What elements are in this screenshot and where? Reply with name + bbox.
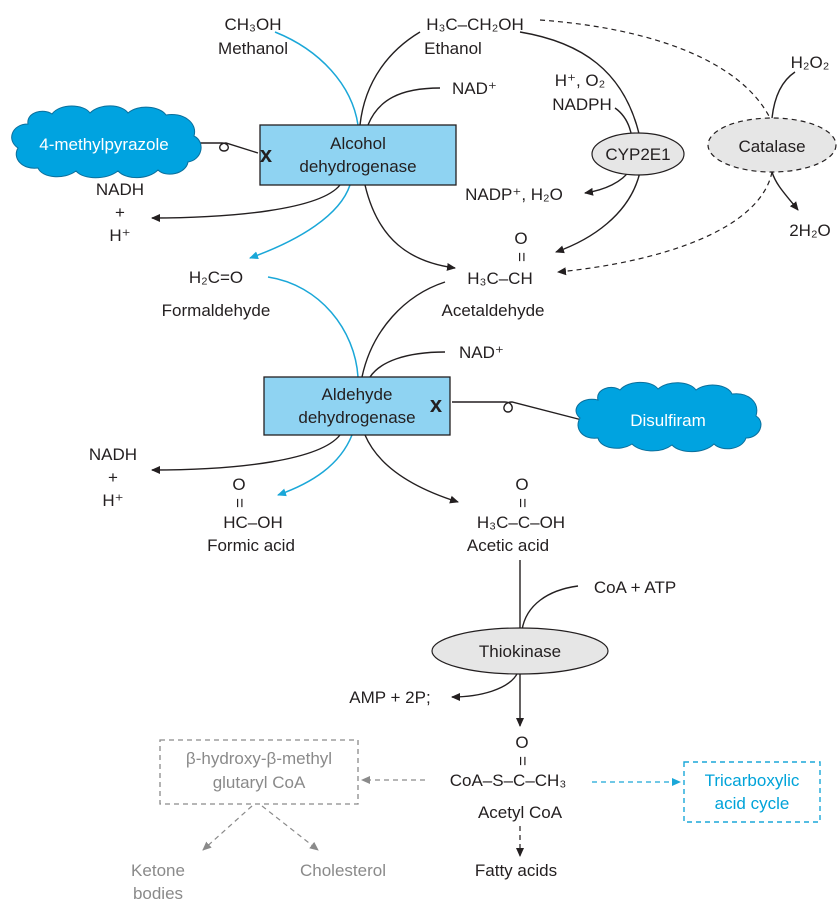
acetic-double-bond: = (513, 498, 532, 508)
h-o2-label: H⁺, O₂ (555, 71, 606, 90)
aldh-to-formic-line (277, 434, 353, 497)
formic-carbonyl-o: O (232, 475, 245, 494)
inhibitor-cloud-1 (11, 105, 202, 179)
inhibition-mark-2: x (430, 392, 443, 417)
acetyl-coa-name: Acetyl CoA (478, 803, 563, 822)
tca-label-2: acid cycle (715, 794, 790, 813)
ketone-bodies-label-2: bodies (133, 884, 183, 903)
amp-2p-label: AMP + 2P; (349, 688, 430, 707)
inhibitor-2-label: Disulfiram (630, 411, 706, 430)
alcohol-dh-label-1: Alcohol (330, 134, 386, 153)
aldehyde-dh-label-2: dehydrogenase (298, 408, 415, 427)
formic-acid-formula: HC–OH (223, 513, 283, 532)
ethanol-to-catalase-line (539, 19, 771, 119)
h2o2-in-line (771, 71, 796, 119)
h2o2-label: H₂O₂ (791, 53, 830, 72)
aldehyde-dh-label-1: Aldehyde (322, 385, 393, 404)
nad-in-line-2 (369, 351, 446, 378)
adh-to-formaldehyde-line (249, 184, 351, 260)
nadh-label-2: NADH (89, 445, 137, 464)
methanol-name: Methanol (218, 39, 288, 58)
acetyl-coa-formula: CoA–S–C–CH₃ (450, 771, 567, 790)
coa-atp-in-line (521, 585, 579, 631)
nad-in-line-1 (367, 87, 441, 126)
plus-label-2: + (108, 468, 118, 487)
nadph-label: NADPH (552, 95, 612, 114)
ethanol-to-adh-line (359, 31, 421, 126)
formic-acid-name: Formic acid (207, 536, 295, 555)
h-plus-label-1: H⁺ (109, 226, 130, 245)
adh-to-acetaldehyde-line (364, 184, 456, 271)
catalase-ellipse (707, 117, 837, 173)
hmg-coa-box (159, 739, 359, 805)
h-plus-label-2: H⁺ (102, 491, 123, 510)
fatty-acids-label: Fatty acids (475, 861, 557, 880)
thiokinase-to-amp-line (451, 671, 519, 701)
cyp2e1-ellipse (591, 132, 685, 176)
acetyl-carbonyl-o: O (515, 733, 528, 752)
adh-to-nadh-line (151, 184, 341, 222)
inhibition-mark-1: x (260, 142, 273, 167)
thiokinase-ellipse (431, 627, 609, 675)
tca-box (683, 761, 821, 823)
cyp2e1-to-acetaldehyde-line (555, 171, 641, 254)
catalase-to-water-line (771, 171, 799, 211)
acetic-carbonyl-o: O (515, 475, 528, 494)
nad-plus-label-2: NAD⁺ (459, 343, 504, 362)
inhibitor-1-label: 4-methylpyrazole (39, 135, 168, 154)
ethanol-to-cyp2e1-line (519, 31, 641, 139)
aldh-to-acetic-line (364, 434, 459, 504)
acetaldehyde-to-aldh-line (361, 281, 446, 378)
alcohol-dh-label-2: dehydrogenase (299, 157, 416, 176)
nadh-label-1: NADH (96, 180, 144, 199)
alcohol-dehydrogenase-box (259, 124, 457, 186)
tca-label-1: Tricarboxylic (705, 771, 800, 790)
nadp-h2o-label: NADP⁺, H₂O (465, 185, 563, 204)
nad-plus-label-1: NAD⁺ (452, 79, 497, 98)
formic-double-bond: = (230, 498, 249, 508)
hmg-to-cholesterol-line (261, 805, 319, 851)
acetaldehyde-double-bond: = (512, 252, 531, 262)
methanol-formula: CH₃OH (225, 15, 282, 34)
acetyl-double-bond: = (513, 756, 532, 766)
inhibitor-2-squiggle (452, 401, 583, 421)
aldh-to-nadh-line (151, 434, 341, 474)
acetaldehyde-formula: H₃C–CH (467, 269, 533, 288)
inhibitor-cloud-2 (575, 381, 762, 453)
two-h2o-label: 2H₂O (789, 221, 831, 240)
hmg-coa-label-2: glutaryl CoA (213, 773, 306, 792)
ethanol-name: Ethanol (424, 39, 482, 58)
aldehyde-dehydrogenase-box (263, 376, 451, 436)
coa-atp-label: CoA + ATP (594, 578, 676, 597)
hmg-coa-label-1: β-hydroxy-β-methyl (186, 749, 332, 768)
catalase-to-acetaldehyde-line (557, 171, 773, 276)
cyp2e1-label: CYP2E1 (605, 145, 670, 164)
formaldehyde-name: Formaldehyde (162, 301, 271, 320)
ketone-bodies-label-1: Ketone (131, 861, 185, 880)
thiokinase-label: Thiokinase (479, 642, 561, 661)
methanol-to-adh-line (274, 31, 359, 126)
acetic-acid-formula: H₃C–C–OH (477, 513, 565, 532)
acetic-acid-name: Acetic acid (467, 536, 549, 555)
formaldehyde-formula: H₂C=O (189, 268, 243, 287)
ethanol-formula: H₃C–CH₂OH (426, 15, 524, 34)
inhibitor-1-squiggle (195, 142, 259, 154)
acetaldehyde-name: Acetaldehyde (441, 301, 544, 320)
acetaldehyde-carbonyl-o: O (514, 229, 527, 248)
catalase-label: Catalase (738, 137, 805, 156)
formaldehyde-to-aldh-line (267, 276, 359, 378)
hmg-to-ketone-line (202, 805, 253, 851)
plus-label-1: + (115, 203, 125, 222)
cholesterol-label: Cholesterol (300, 861, 386, 880)
